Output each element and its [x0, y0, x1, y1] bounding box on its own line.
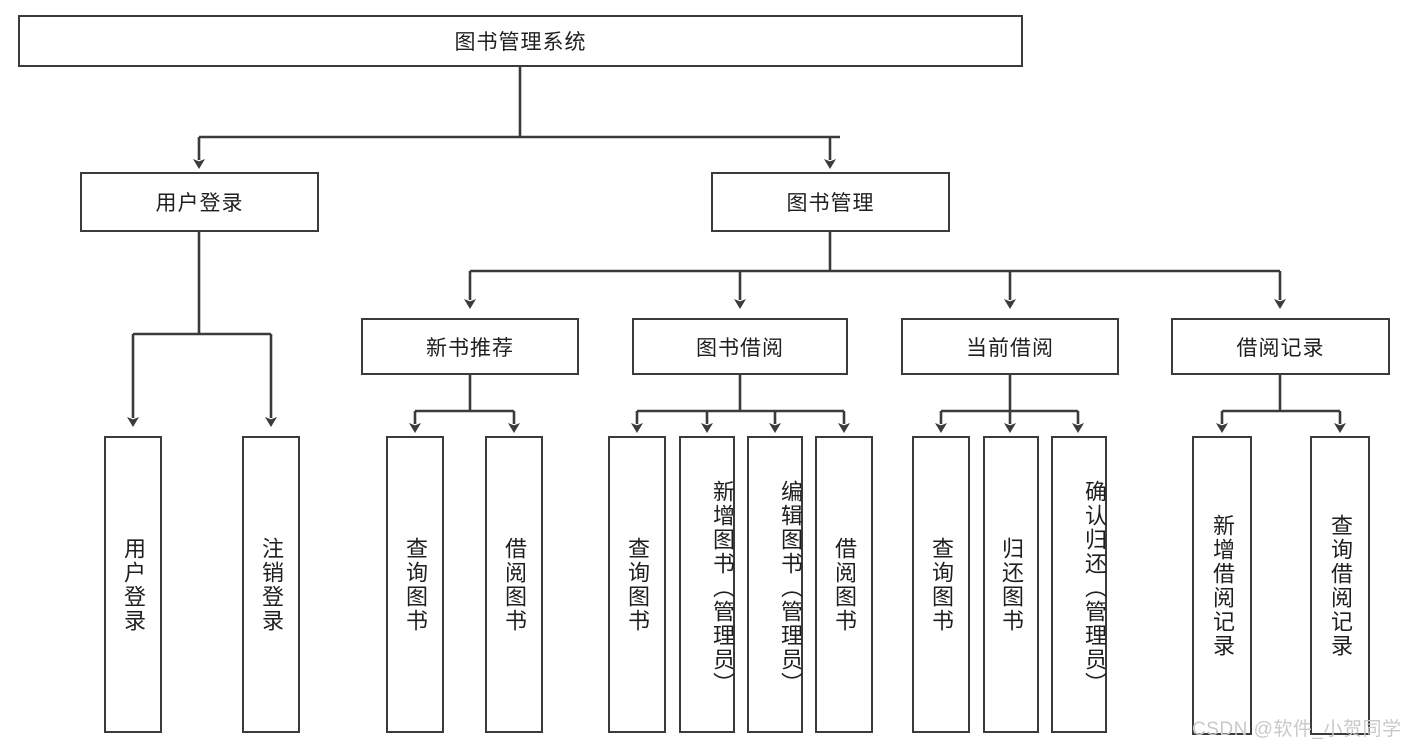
- node-new-book-recommend[interactable]: 新书推荐: [361, 318, 579, 375]
- leaf-current-query-book[interactable]: 查询图书: [912, 436, 970, 733]
- leaf-borrow-query-book[interactable]: 查询图书: [608, 436, 666, 733]
- leaf-label: 查询图书: [625, 536, 650, 633]
- node-book-borrow[interactable]: 图书借阅: [632, 318, 848, 375]
- leaf-user-login-signout[interactable]: 注销登录: [242, 436, 300, 733]
- node-root-system[interactable]: 图书管理系统: [18, 15, 1023, 67]
- leaf-label: 归还图书: [999, 536, 1024, 633]
- leaf-label: 查询借阅记录: [1328, 513, 1353, 658]
- leaf-current-return-book[interactable]: 归还图书: [983, 436, 1039, 733]
- leaf-label: 用户登录: [121, 536, 146, 633]
- csdn-watermark: CSDN @软件_小贺同学: [1192, 719, 1402, 740]
- leaf-recommend-query-book[interactable]: 查询图书: [386, 436, 444, 733]
- node-borrow-record[interactable]: 借阅记录: [1171, 318, 1390, 375]
- leaf-current-confirm-return-admin[interactable]: 确认归还（管理员）: [1051, 436, 1107, 733]
- leaf-recommend-borrow-book[interactable]: 借阅图书: [485, 436, 543, 733]
- leaf-label: 查询图书: [929, 536, 954, 633]
- leaf-user-login-signin[interactable]: 用户登录: [104, 436, 162, 733]
- leaf-label: 编辑图书（管理员）: [778, 479, 803, 696]
- leaf-label: 注销登录: [259, 536, 284, 633]
- leaf-borrow-edit-book-admin[interactable]: 编辑图书（管理员）: [747, 436, 803, 733]
- leaf-record-add-record[interactable]: 新增借阅记录: [1192, 436, 1252, 735]
- leaf-label: 借阅图书: [502, 536, 527, 633]
- leaf-label: 新增图书（管理员）: [710, 479, 735, 696]
- leaf-label: 借阅图书: [832, 536, 857, 633]
- leaf-borrow-add-book-admin[interactable]: 新增图书（管理员）: [679, 436, 735, 733]
- leaf-record-query-record[interactable]: 查询借阅记录: [1310, 436, 1370, 735]
- node-current-borrow[interactable]: 当前借阅: [901, 318, 1119, 375]
- leaf-label: 查询图书: [403, 536, 428, 633]
- node-book-management[interactable]: 图书管理: [711, 172, 950, 232]
- leaf-borrow-borrow-book[interactable]: 借阅图书: [815, 436, 873, 733]
- leaf-label: 新增借阅记录: [1210, 513, 1235, 658]
- leaf-label: 确认归还（管理员）: [1082, 479, 1107, 696]
- node-user-login[interactable]: 用户登录: [80, 172, 319, 232]
